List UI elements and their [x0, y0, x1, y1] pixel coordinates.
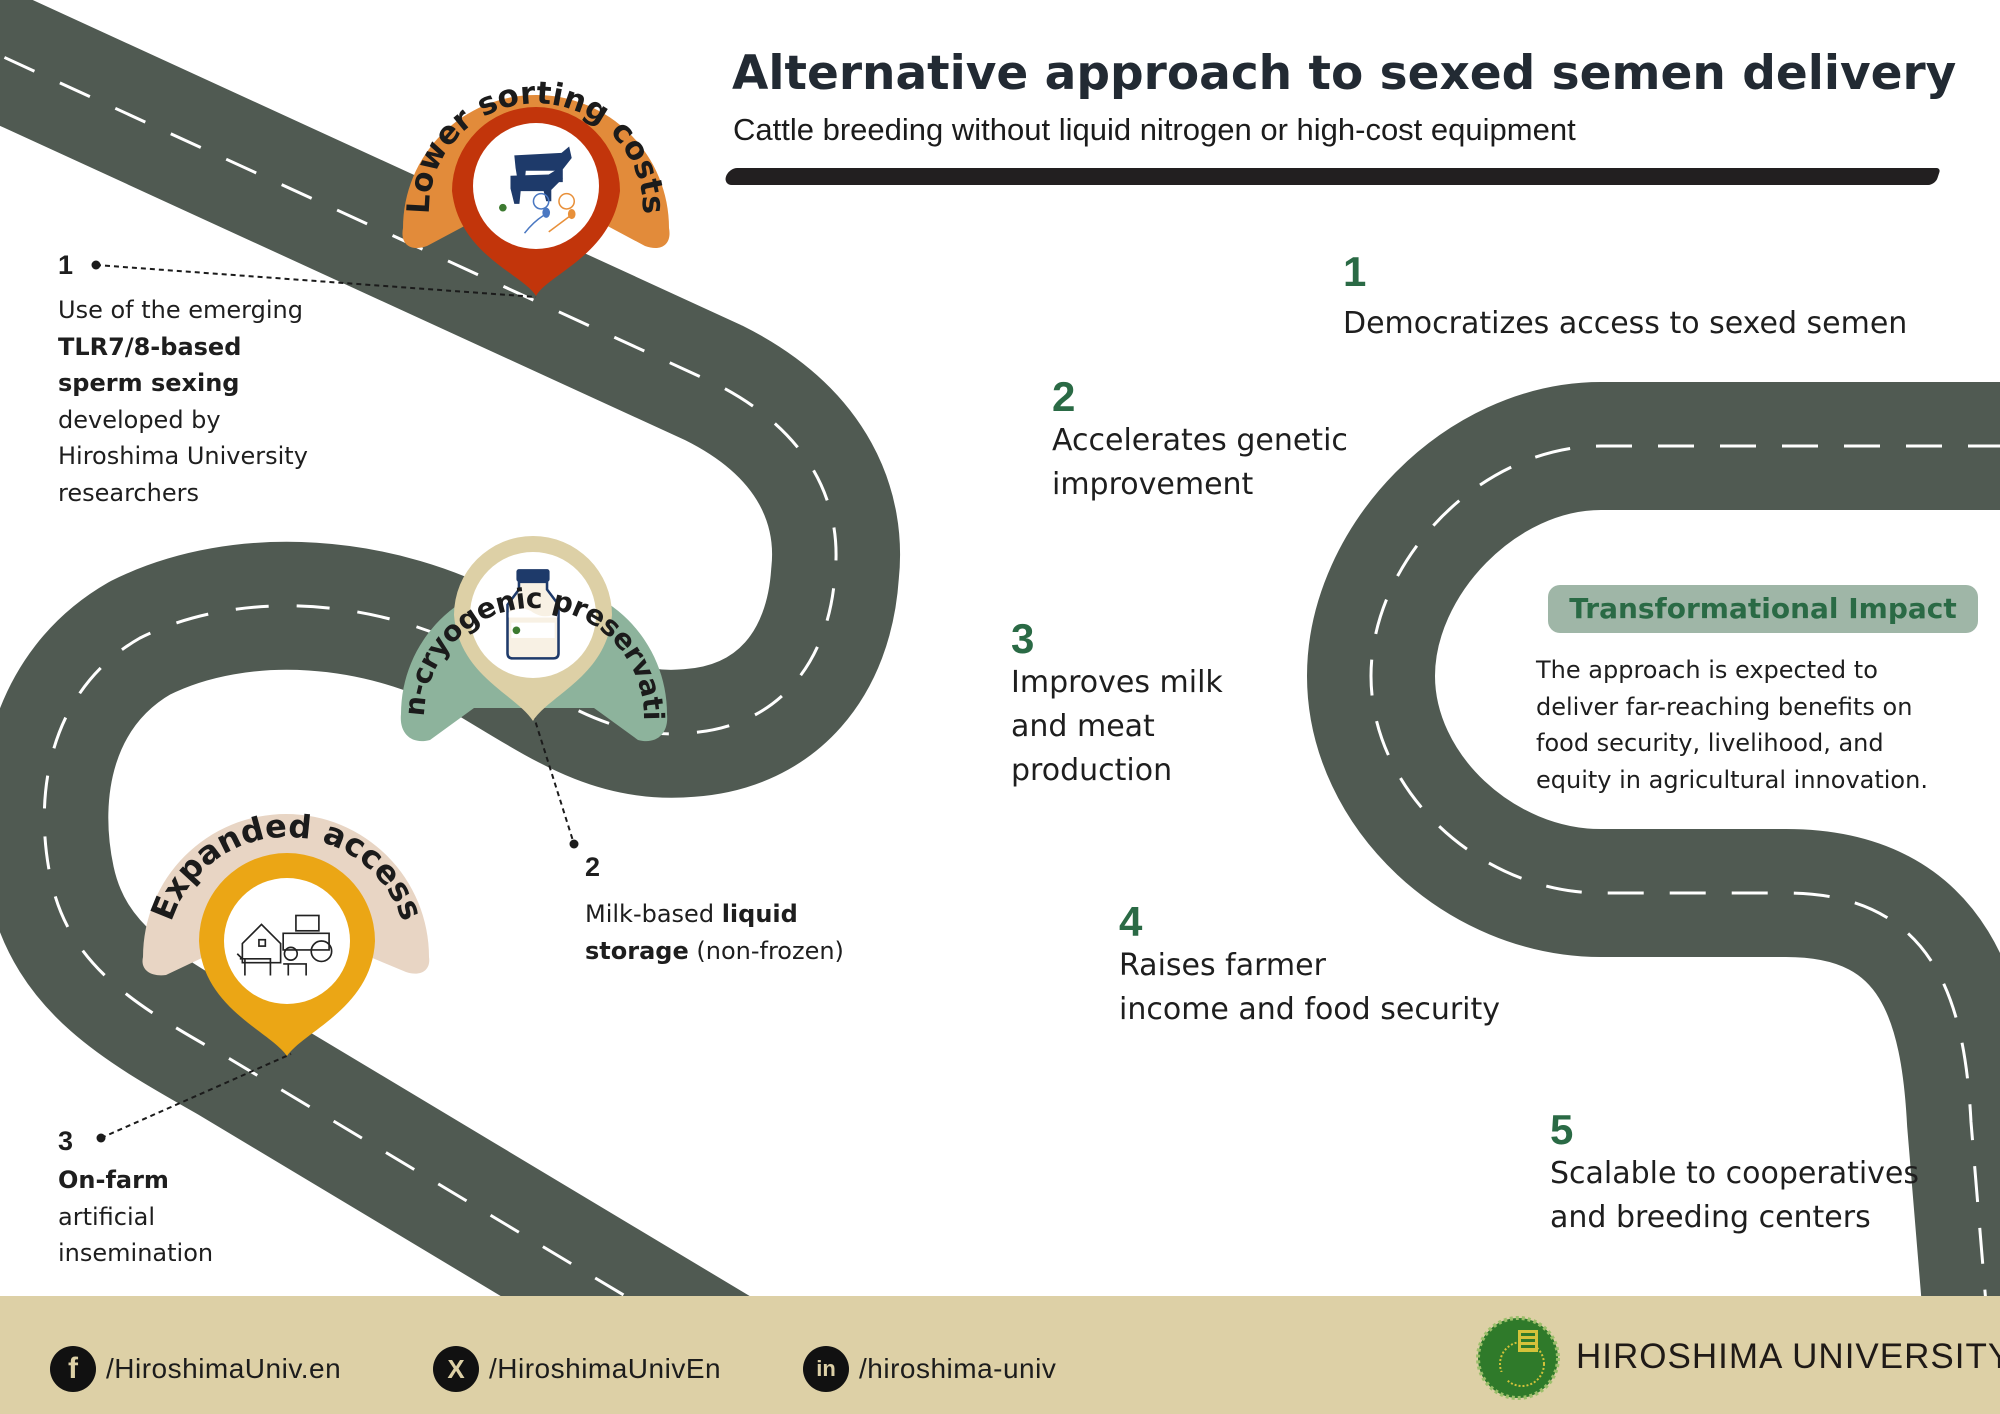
- step-3-line: On-farm: [58, 1162, 213, 1199]
- step-1-number: 1: [58, 250, 74, 280]
- impact-line-4: equity in agricultural innovation.: [1536, 765, 1928, 794]
- benefit-2-number: 2: [1052, 373, 1076, 420]
- step-1-line: sperm sexing: [58, 365, 308, 402]
- leader-line-1: [95, 264, 537, 298]
- benefit-5: 5 Scalable to cooperatives and breeding …: [1550, 1108, 1919, 1240]
- step-1-line: researchers: [58, 475, 308, 512]
- benefit-3-line-2: and meat: [1011, 709, 1155, 744]
- benefit-4-line-2: income and food security: [1119, 992, 1501, 1027]
- step-1-line: TLR7/8-based: [58, 329, 308, 366]
- x-handle[interactable]: /HiroshimaUnivEn: [489, 1353, 722, 1384]
- step-2-line-1a: Milk-based: [585, 900, 722, 928]
- impact-title-box: Transformational Impact: [1548, 585, 1978, 633]
- step-1-line: Hiroshima University: [58, 438, 308, 475]
- right-road: [1306, 382, 2000, 1358]
- impact-line-1: The approach is expected to: [1536, 656, 1878, 684]
- right-road-centerline: [1369, 444, 2000, 1353]
- badge-expanded-access: Expanded access: [142, 807, 431, 1056]
- step-3-line-2: artificial: [58, 1202, 156, 1231]
- linkedin-icon: in: [803, 1346, 849, 1392]
- step-2: 2 Milk-based liquid storage (non-frozen): [585, 852, 844, 969]
- step-3-line: insemination: [58, 1235, 213, 1272]
- step-1-line-4: developed by: [58, 405, 221, 434]
- impact-title: Transformational Impact: [1569, 592, 1957, 625]
- step-3-line-1: On-farm: [58, 1166, 169, 1194]
- impact-line-2: deliver far-reaching benefits on: [1536, 692, 1913, 721]
- title-underline: [723, 168, 1941, 185]
- step-3-text: On-farm artificial insemination: [58, 1162, 213, 1272]
- step-2-text: Milk-based liquid storage (non-frozen): [585, 896, 844, 969]
- leader-lines: [95, 264, 575, 1139]
- step-1-line-3: sperm sexing: [58, 369, 240, 397]
- benefit-1: 1 Democratizes access to sexed semen: [1343, 250, 1907, 346]
- benefit-2-line-1: Accelerates genetic: [1052, 423, 1348, 458]
- benefit-3-line-1: Improves milk: [1011, 665, 1223, 700]
- social-facebook[interactable]: f /HiroshimaUniv.en: [50, 1346, 341, 1392]
- benefit-4-line-1: Raises farmer: [1119, 948, 1326, 983]
- step-1-text: Use of the emerging TLR7/8-based sperm s…: [58, 292, 308, 511]
- benefit-3: 3 Improves milk and meat production: [1011, 617, 1223, 793]
- page-title: Alternative approach to sexed semen deli…: [732, 46, 1957, 101]
- step-2-line: storage (non-frozen): [585, 933, 844, 970]
- facebook-icon: f: [50, 1346, 96, 1392]
- benefit-4: 4 Raises farmer income and food security: [1119, 900, 1500, 1032]
- university-name: HIROSHIMA UNIVERSITY: [1576, 1337, 2000, 1376]
- benefit-2: 2 Accelerates genetic improvement: [1052, 375, 1348, 507]
- benefit-4-number: 4: [1119, 898, 1143, 945]
- benefit-3-number: 3: [1011, 615, 1035, 662]
- facebook-handle[interactable]: /HiroshimaUniv.en: [106, 1353, 342, 1384]
- hiroshima-university-seal-icon: [1476, 1316, 1560, 1400]
- leader-line-2: [532, 713, 575, 845]
- badge-3-inner: [224, 878, 350, 1004]
- page-subtitle: Cattle breeding without liquid nitrogen …: [733, 112, 1576, 147]
- footer: [0, 1296, 2000, 1414]
- step-2-line-2b: (non-frozen): [688, 936, 844, 965]
- farm-icon: [236, 914, 333, 976]
- step-1-line: developed by: [58, 402, 308, 439]
- benefit-3-line-3: production: [1011, 753, 1173, 788]
- step-1-line: Use of the emerging: [58, 292, 308, 329]
- benefit-2-line-2: improvement: [1052, 467, 1254, 502]
- step-3-line-3: insemination: [58, 1239, 214, 1267]
- step-1-line-5: Hiroshima University: [58, 442, 308, 470]
- leader-dot-3: [96, 1133, 106, 1143]
- x-icon: X: [433, 1346, 479, 1392]
- step-3-number: 3: [58, 1126, 74, 1156]
- step-1-line-6: researchers: [58, 478, 199, 507]
- step-1-line-1: Use of the emerging: [58, 296, 303, 324]
- benefit-1-number: 1: [1343, 248, 1367, 295]
- step-3-line: artificial: [58, 1199, 213, 1236]
- benefit-5-line-1: Scalable to cooperatives: [1550, 1156, 1920, 1191]
- benefit-5-line-2: and breeding centers: [1550, 1200, 1871, 1235]
- leader-dot-2: [569, 839, 579, 849]
- social-linkedin[interactable]: in /hiroshima-univ: [803, 1346, 1056, 1392]
- step-2-line-1b: liquid: [721, 900, 798, 928]
- social-x[interactable]: X /HiroshimaUnivEn: [433, 1346, 721, 1392]
- step-1-line-2: TLR7/8-based: [58, 332, 242, 361]
- impact-body: The approach is expected to deliver far-…: [1536, 652, 1928, 798]
- step-3: 3 On-farm artificial insemination: [58, 1126, 213, 1272]
- benefit-1-line-1: Democratizes access to sexed semen: [1343, 306, 1908, 341]
- step-2-line-2a: storage: [585, 936, 689, 965]
- leader-dot-1: [91, 260, 101, 270]
- leader-line-3: [100, 1053, 292, 1139]
- milk-bottle-icon: [506, 569, 560, 660]
- step-1: 1 Use of the emerging TLR7/8-based sperm…: [58, 250, 308, 511]
- linkedin-handle[interactable]: /hiroshima-univ: [859, 1353, 1057, 1384]
- cattle-sperm-icon: [499, 146, 576, 234]
- benefit-5-number: 5: [1550, 1106, 1574, 1153]
- impact-line-3: food security, livelihood, and: [1536, 729, 1884, 757]
- step-2-line: Milk-based liquid: [585, 896, 844, 933]
- step-2-number: 2: [585, 852, 601, 882]
